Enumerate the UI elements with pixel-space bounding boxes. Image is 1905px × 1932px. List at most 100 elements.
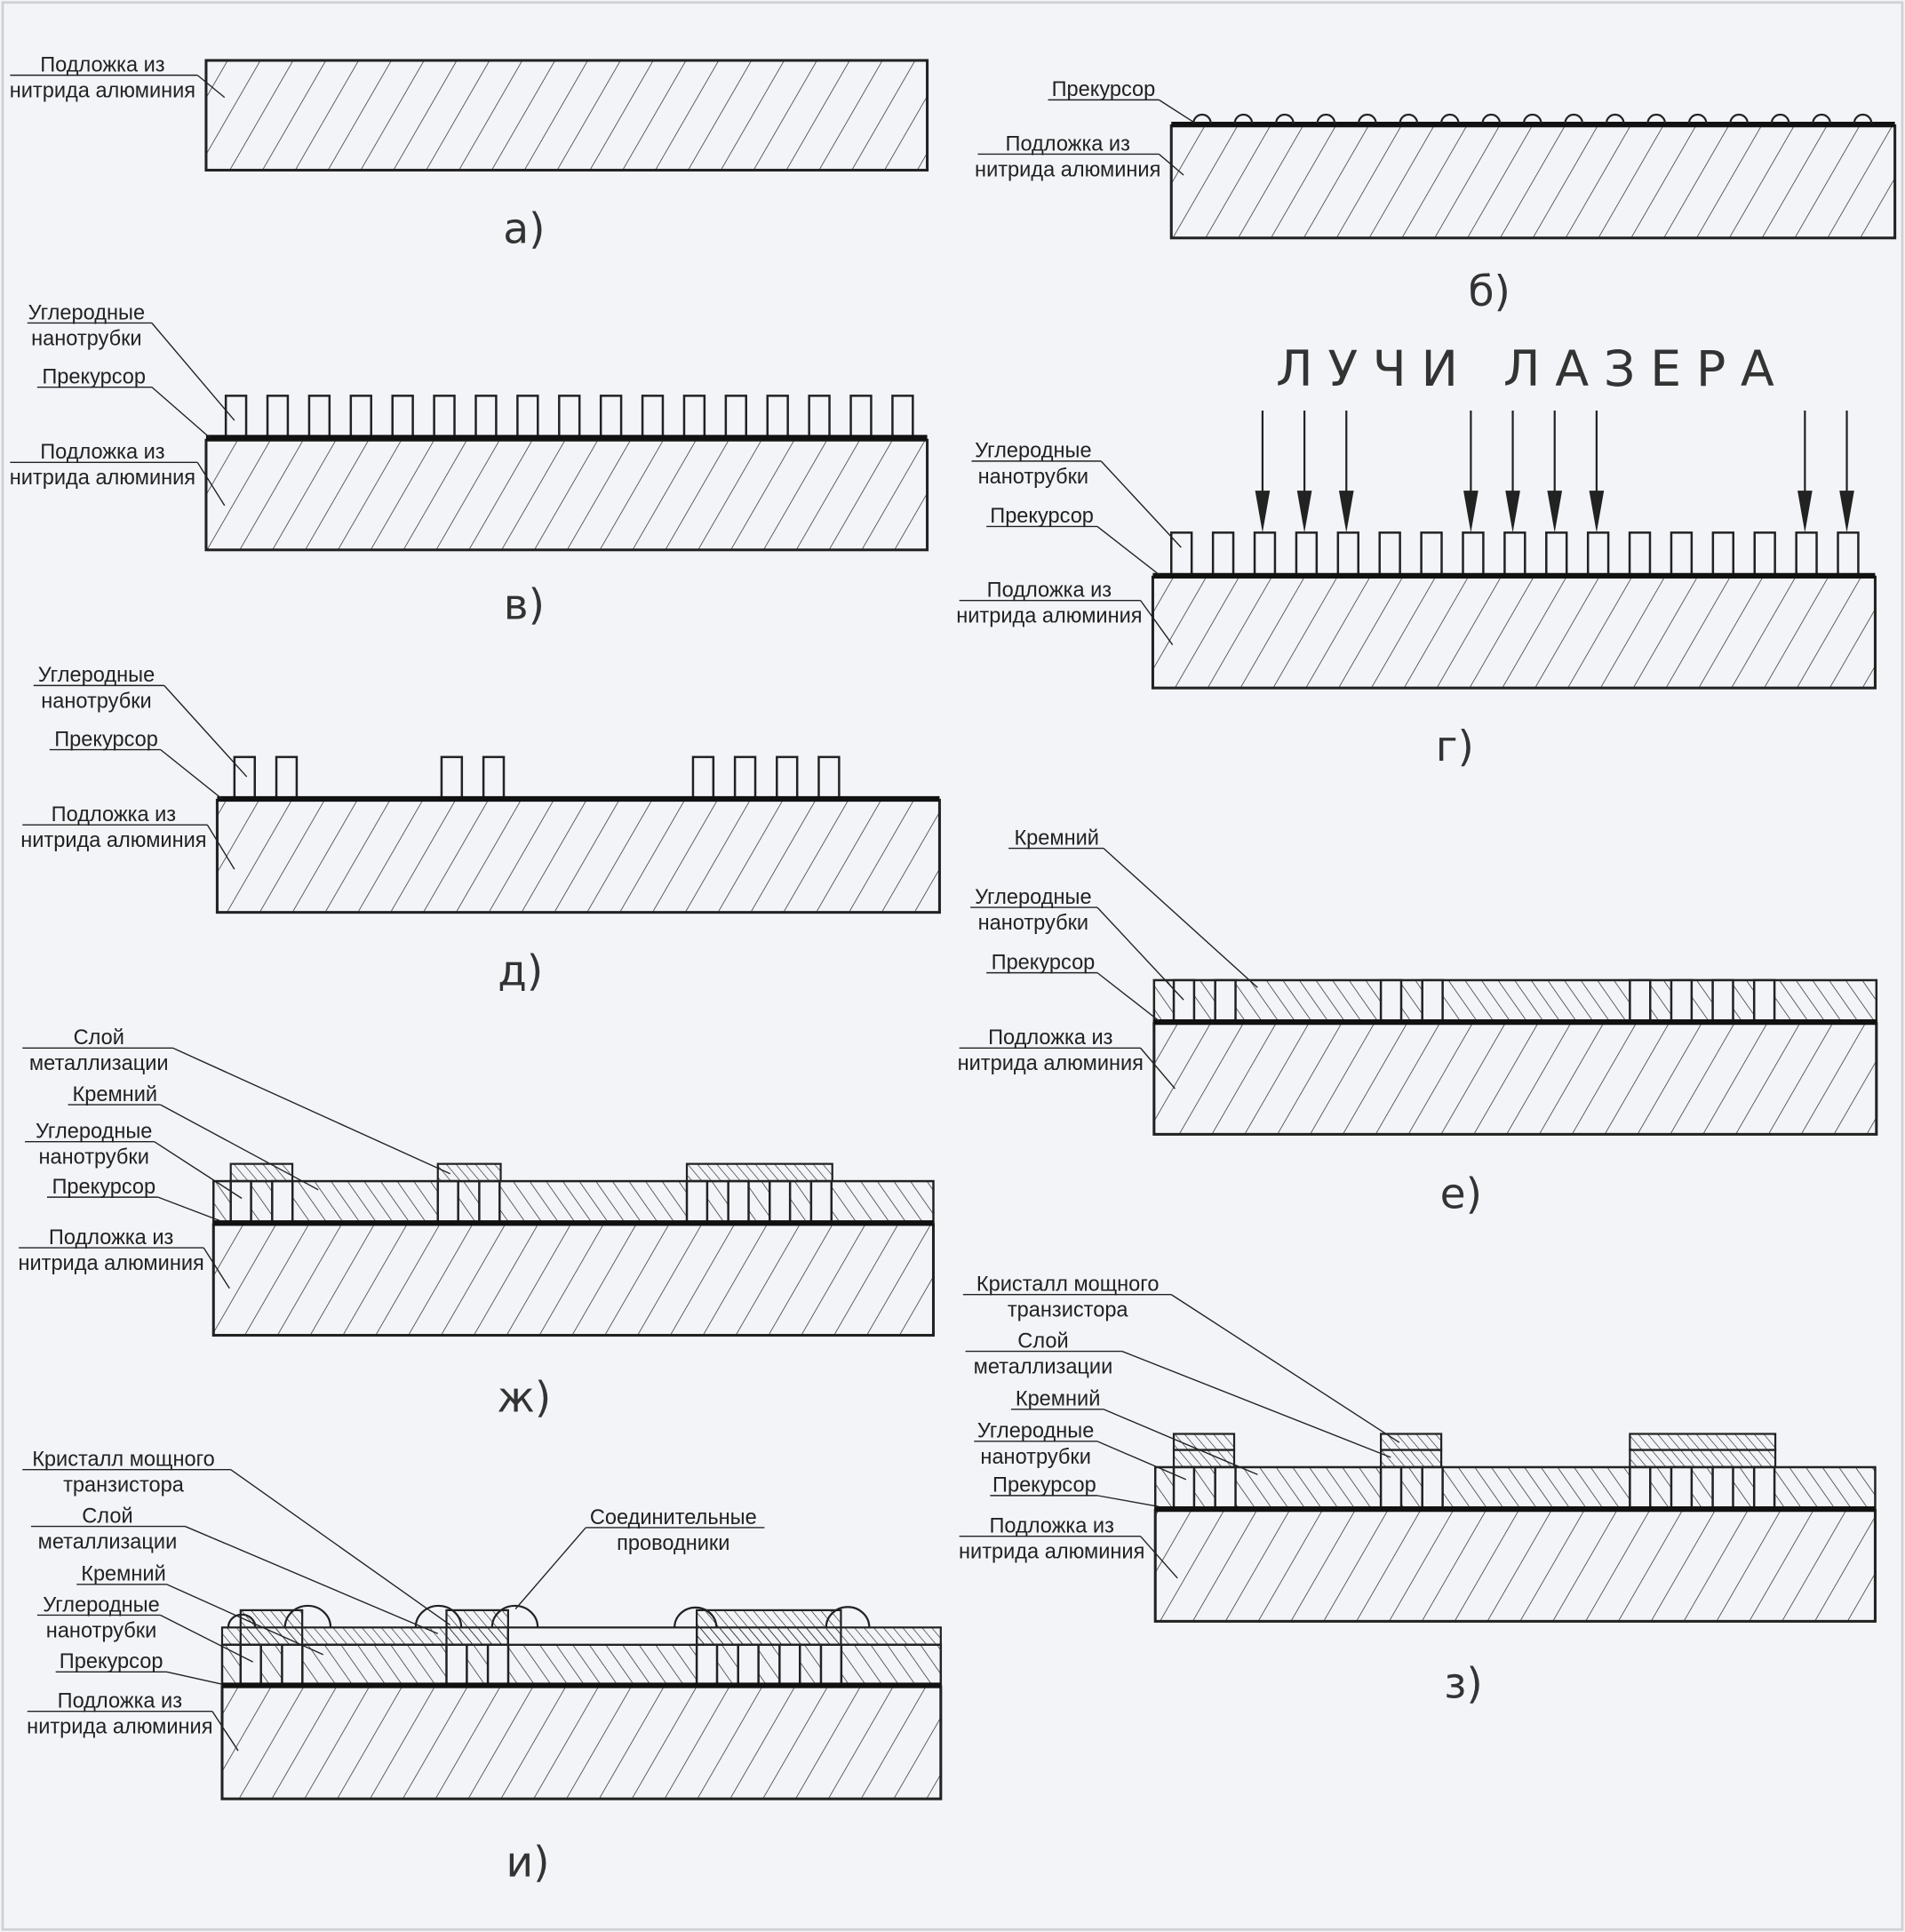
metallization-pad xyxy=(1379,1449,1443,1469)
arrowhead-icon xyxy=(1505,491,1520,533)
label-nanotubes-text: Углеродные xyxy=(36,1120,152,1143)
panel-caption: з) xyxy=(1444,1659,1482,1708)
leader-line xyxy=(166,1671,223,1685)
label-substrate-text: Подложка из xyxy=(52,802,176,826)
nanotube xyxy=(727,1179,750,1224)
label-wires-text: проводники xyxy=(617,1531,729,1554)
nanotube xyxy=(685,1179,709,1224)
label-metal-text: Слой xyxy=(74,1026,124,1049)
nanotube xyxy=(695,1643,719,1686)
label-precursor-text: Прекурсор xyxy=(60,1649,163,1673)
connecting-wire xyxy=(283,1604,332,1628)
leader-line xyxy=(1103,847,1258,988)
label-nanotubes-text: Углеродные xyxy=(975,885,1091,908)
label-precursor-text: Прекурсор xyxy=(42,364,146,387)
leader-line xyxy=(211,1711,239,1752)
leader-line xyxy=(514,1527,586,1609)
label-nanotubes-text: нанотрубки xyxy=(978,911,1088,934)
leader-line xyxy=(151,387,211,439)
transistor-crystal xyxy=(1172,1433,1236,1451)
substrate-layer xyxy=(1152,1021,1878,1136)
leader-line xyxy=(1121,1350,1391,1458)
nanotube xyxy=(1214,978,1237,1024)
nanotube xyxy=(436,1179,459,1224)
label-crystal-text: транзистора xyxy=(63,1473,185,1497)
panel-caption: д) xyxy=(498,947,543,996)
label-metal-text: металлизации xyxy=(29,1051,169,1074)
nanotube xyxy=(1670,1465,1694,1509)
leader-line xyxy=(1159,99,1194,123)
precursor-droplet xyxy=(1233,113,1254,124)
transistor-crystal xyxy=(696,1609,842,1646)
nanotube xyxy=(1752,1465,1776,1509)
leader-line xyxy=(1158,153,1184,176)
panel-caption: а) xyxy=(503,204,545,253)
nanotube xyxy=(769,1179,792,1224)
substrate-layer xyxy=(1169,124,1897,240)
leader-line xyxy=(172,1047,450,1175)
label-nanotubes-text: Углеродные xyxy=(977,1419,1094,1442)
label-crystal-text: Кристалл мощного xyxy=(32,1448,215,1471)
leader-line xyxy=(151,323,235,421)
nanotube xyxy=(1629,978,1652,1024)
label-nanotubes-text: Углеродные xyxy=(975,439,1091,462)
leader-line xyxy=(1096,972,1160,1022)
label-substrate-text: Подложка из xyxy=(989,1513,1113,1537)
nanotube xyxy=(1711,1465,1734,1509)
nanotube xyxy=(778,1643,801,1686)
nanotube xyxy=(281,1643,304,1686)
leader-line xyxy=(1103,1409,1258,1475)
label-substrate-text: нитрида алюминия xyxy=(10,466,195,489)
substrate-layer xyxy=(204,438,929,552)
label-nanotubes-text: нанотрубки xyxy=(980,1445,1090,1468)
nanotube xyxy=(737,1643,760,1686)
leader-line xyxy=(1140,1047,1176,1090)
leader-line xyxy=(196,461,226,507)
arrowhead-icon xyxy=(1296,491,1312,533)
leader-line xyxy=(157,1196,220,1222)
substrate-layer xyxy=(215,798,941,914)
label-precursor-text: Прекурсор xyxy=(1052,77,1156,100)
label-substrate-text: Подложка из xyxy=(40,440,164,463)
label-nanotubes-text: Углеродные xyxy=(43,1593,159,1616)
precursor-droplet xyxy=(1192,113,1212,124)
label-precursor-text: Прекурсор xyxy=(990,504,1094,527)
leader-line xyxy=(196,75,226,99)
leader-line xyxy=(1096,1441,1187,1481)
panel-caption: е) xyxy=(1440,1170,1482,1219)
label-precursor-text: Прекурсор xyxy=(52,1175,155,1198)
nanotube xyxy=(1379,978,1403,1024)
nanotube xyxy=(478,1179,501,1224)
label-nanotubes-text: Углеродные xyxy=(38,663,155,686)
precursor-droplet xyxy=(1605,113,1625,124)
precursor-droplet xyxy=(1275,113,1295,124)
nanotube xyxy=(229,1179,252,1224)
metallization-pad xyxy=(685,1162,833,1183)
precursor-droplet xyxy=(1522,113,1542,124)
nanotube xyxy=(1214,1465,1237,1509)
leader-line xyxy=(1140,600,1174,645)
label-silicon-text: Кремний xyxy=(1016,1387,1101,1410)
precursor-droplet xyxy=(1646,113,1667,124)
substrate-layer xyxy=(1151,575,1877,690)
label-substrate-text: Подложка из xyxy=(987,578,1112,601)
label-substrate-text: нитрида алюминия xyxy=(20,828,206,851)
leader-line xyxy=(160,748,223,800)
label-crystal-text: Кристалл мощного xyxy=(976,1273,1160,1296)
leader-line xyxy=(1096,1495,1160,1508)
leader-line xyxy=(1140,1536,1178,1579)
label-metal-text: Слой xyxy=(1017,1329,1068,1352)
label-substrate-text: нитрида алюминия xyxy=(958,1051,1144,1074)
nanotube xyxy=(486,1643,510,1686)
label-substrate-text: Подложка из xyxy=(988,1026,1112,1049)
label-substrate-text: Подложка из xyxy=(40,52,164,76)
precursor-droplet xyxy=(1770,113,1790,124)
nanotube xyxy=(1421,1465,1444,1509)
nanotube xyxy=(1172,978,1196,1024)
label-silicon-text: Кремний xyxy=(73,1082,158,1106)
connecting-wire xyxy=(227,1613,257,1628)
label-substrate-text: нитрида алюминия xyxy=(18,1251,203,1274)
precursor-droplet xyxy=(1316,113,1336,124)
leader-line xyxy=(1096,906,1184,1001)
nanotube xyxy=(1711,978,1734,1024)
